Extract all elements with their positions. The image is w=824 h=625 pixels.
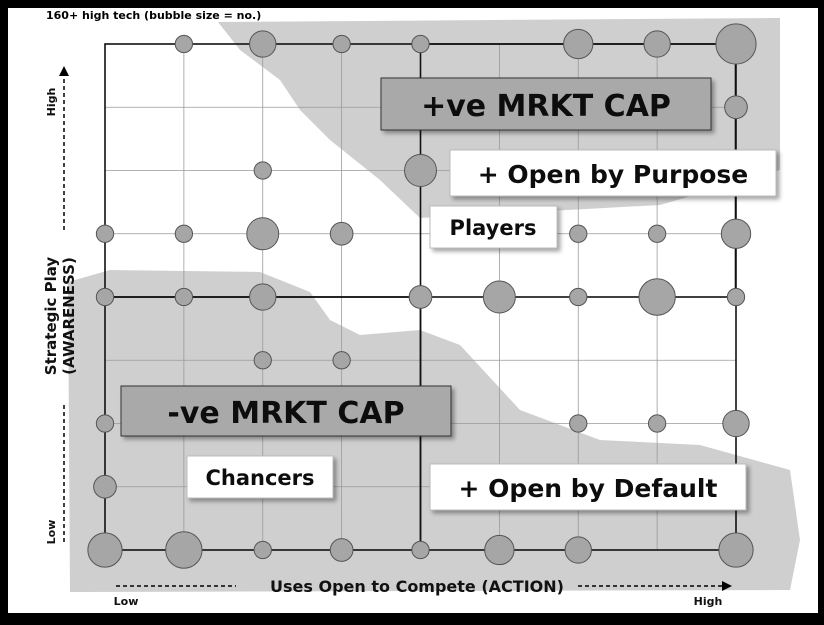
y-axis-high-label: High: [45, 88, 58, 117]
annotation-players: Players: [429, 205, 558, 249]
bubble-point: [726, 287, 746, 307]
bubble-point: [174, 34, 194, 54]
bubble-series: [87, 23, 757, 569]
annotation-text: + Open by Purpose: [478, 160, 749, 189]
bubble-point: [253, 540, 272, 560]
x-axis-label: Uses Open to Compete (ACTION): [270, 577, 564, 596]
bubble-point: [563, 28, 594, 60]
bubble-point: [411, 34, 430, 54]
bubble-point: [638, 278, 676, 316]
bubble-point: [647, 414, 667, 433]
y-axis-label-line2: (AWARENESS): [60, 257, 78, 375]
chart-title: 160+ high tech (bubble size = no.): [46, 9, 261, 22]
bubble-point: [484, 534, 515, 566]
bubble-point: [329, 221, 354, 246]
bubble-point: [332, 34, 351, 54]
bubble-point: [174, 287, 194, 307]
x-axis-arrowhead: [722, 581, 732, 591]
bubble-point: [643, 30, 671, 58]
bubble-point: [87, 532, 123, 568]
annotation-text: -ve MRKT CAP: [167, 396, 404, 431]
bubble-point: [722, 409, 750, 438]
bubble-point: [95, 287, 115, 307]
bubble-point: [569, 287, 588, 307]
y-axis-arrowhead: [59, 66, 69, 76]
annotation-text: + Open by Default: [459, 474, 718, 503]
bubble-point: [93, 474, 117, 499]
bubble-point: [246, 217, 280, 251]
annotation-chancers: Chancers: [186, 455, 334, 499]
bubble-point: [329, 538, 354, 562]
bubble-point: [174, 224, 194, 243]
y-axis-low-label: Low: [45, 520, 58, 545]
bubble-point: [95, 414, 115, 433]
annotation-text: Players: [450, 216, 537, 240]
bubble-point: [165, 531, 203, 569]
y-axis-label-line1: Strategic Play: [42, 257, 60, 376]
annotation-text: Chancers: [205, 466, 314, 490]
bubble-point: [569, 414, 588, 433]
x-axis-high-label: High: [694, 595, 723, 608]
annotation-negative-market-cap: -ve MRKT CAP: [120, 385, 452, 437]
bubble-point: [647, 224, 667, 243]
bubble-point: [404, 154, 437, 187]
bubble-point: [482, 280, 516, 314]
annotation-positive-market-cap: +ve MRKT CAP: [380, 77, 712, 131]
annotation-open-by-purpose: + Open by Purpose: [449, 149, 777, 197]
bubble-point: [411, 540, 430, 560]
bubble-point: [564, 536, 592, 564]
bubble-point: [408, 285, 433, 309]
bubble-point: [253, 161, 272, 180]
bubble-point: [253, 351, 272, 370]
bubble-point: [249, 283, 277, 311]
x-axis-low-label: Low: [114, 595, 139, 608]
bubble-point: [718, 532, 754, 568]
bubble-point: [724, 95, 748, 120]
bubble-point: [249, 30, 277, 58]
annotation-text: +ve MRKT CAP: [421, 89, 671, 124]
bubble-point: [569, 224, 588, 243]
bubble-point: [95, 224, 115, 243]
annotation-open-by-default: + Open by Default: [429, 463, 747, 511]
bubble-point: [715, 23, 757, 65]
bubble-point: [720, 218, 752, 249]
bubble-point: [332, 351, 351, 370]
